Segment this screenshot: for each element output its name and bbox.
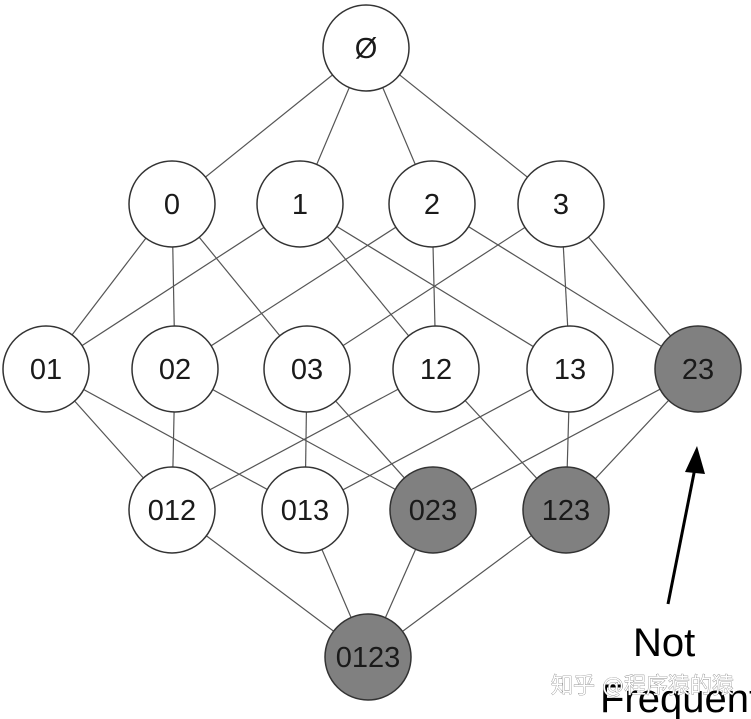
node-label-023: 023 [409,495,457,527]
node-1: 1 [256,160,344,248]
edge-12-012 [171,368,437,511]
node-circle-02 [131,325,219,413]
edge-23-023 [432,368,699,511]
node-label-3: 3 [553,189,569,221]
node-03: 03 [263,325,351,413]
node-2: 2 [388,160,476,248]
node-circle-2 [388,160,476,248]
annotation-arrow-shaft [666,467,697,605]
node-label-02: 02 [159,354,191,386]
node-label-013: 013 [281,495,329,527]
node-023: 023 [389,466,477,554]
node-label-03: 03 [291,354,323,386]
node-label-0: 0 [164,189,180,221]
node-label-01: 01 [30,354,62,386]
node-circle-empty [322,4,410,92]
node-label-13: 13 [554,354,586,386]
node-circle-13 [526,325,614,413]
not-frequent-annotation: Not Frequent [600,446,751,719]
node-0: 0 [128,160,216,248]
node-circle-03 [263,325,351,413]
node-label-12: 12 [420,354,452,386]
node-label-23: 23 [682,354,714,386]
annotation-arrow-head [685,446,705,474]
node-circle-013 [261,466,349,554]
node-label-1: 1 [292,189,308,221]
node-013: 013 [261,466,349,554]
edge-01-013 [45,368,306,511]
node-circle-23 [654,325,742,413]
node-13: 13 [526,325,614,413]
watermark: 知乎 @程序猿的猿 [551,674,735,700]
node-label-0123: 0123 [336,642,401,674]
node-circle-0 [128,160,216,248]
node-circle-1 [256,160,344,248]
node-circle-12 [392,325,480,413]
node-123: 123 [522,466,610,554]
edge-3-03 [306,203,562,370]
node-circle-3 [517,160,605,248]
node-02: 02 [131,325,219,413]
node-label-2: 2 [424,189,440,221]
node-label-012: 012 [148,495,196,527]
node-012: 012 [128,466,216,554]
node-01: 01 [2,325,90,413]
node-circle-023 [389,466,477,554]
watermark-text: 知乎 @程序猿的猿 [551,674,734,699]
edge-2-02 [174,203,433,370]
annotation-line-1: Not [633,621,695,665]
node-12: 12 [392,325,480,413]
edge-13-013 [304,368,571,511]
annotation-line-2: Frequent [600,677,751,719]
node-0123: 0123 [324,613,412,701]
edge-1-01 [45,203,301,370]
node-circle-012 [128,466,216,554]
node-empty: Ø [322,4,410,92]
node-circle-01 [2,325,90,413]
node-label-empty: Ø [355,33,378,65]
node-label-123: 123 [542,495,590,527]
node-circle-123 [522,466,610,554]
node-circle-0123 [324,613,412,701]
node-3: 3 [517,160,605,248]
node-23: 23 [654,325,742,413]
